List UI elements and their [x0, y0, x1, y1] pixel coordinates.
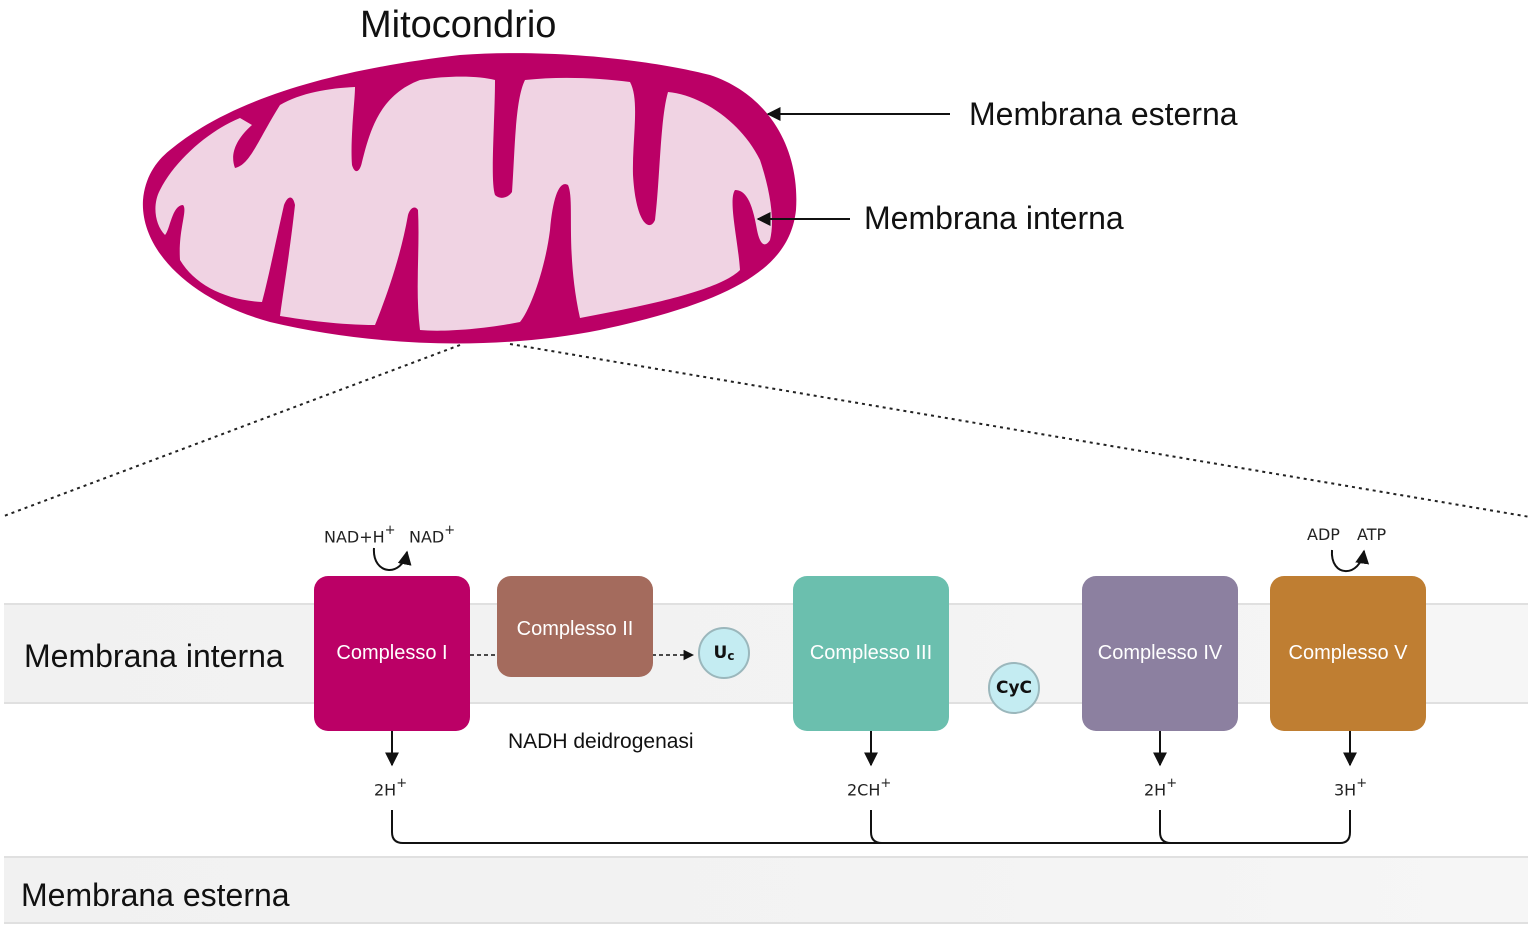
mitochondrion-illustration: [142, 53, 797, 344]
nadh-dehydrogenase-label: NADH deidrogenasi: [508, 730, 694, 753]
atp-label: ATP: [1357, 525, 1387, 544]
outer-membrane-band-label: Membrana esterna: [21, 877, 290, 913]
nadh-label: NAD+H+: [324, 523, 396, 547]
complex-4-label: Complesso IV: [1097, 642, 1223, 664]
outer-membrane-band: [4, 856, 1528, 924]
proton-gradient-bracket: [391, 810, 1351, 844]
complex-4: Complesso IV: [1082, 576, 1238, 731]
cytochrome-c-label: CyC: [995, 678, 1033, 698]
zoom-line-right: [509, 343, 1531, 518]
inner-membrane-band-label: Membrana interna: [24, 638, 284, 674]
diagram-title: Mitocondrio: [360, 4, 557, 46]
complex-3: Complesso III: [793, 576, 949, 731]
adp-label: ADP: [1307, 525, 1340, 544]
proton-label-complex-3: 2CH+: [847, 776, 892, 800]
atp-synthesis-arrow: [1330, 549, 1370, 573]
outer-membrane-label: Membrana esterna: [969, 96, 1238, 132]
ubiquinone-subscript: c: [727, 649, 735, 663]
complex-3-label: Complesso III: [809, 642, 933, 664]
proton-label-complex-1: 2H+: [374, 776, 408, 800]
proton-label-complex-5: 3H+: [1334, 776, 1368, 800]
complex-1-label: Complesso I: [336, 642, 448, 664]
zoom-line-left: [3, 344, 461, 517]
complex-1: Complesso I: [314, 576, 470, 731]
complex-5-label: Complesso V: [1288, 642, 1408, 664]
nadh-oxidation-arrow: [372, 547, 412, 571]
proton-label-complex-4: 2H+: [1144, 776, 1178, 800]
complex-2: Complesso II: [497, 576, 653, 677]
complex-5: Complesso V: [1270, 576, 1426, 731]
bracket-branch-complex-3: [870, 810, 883, 844]
inner-membrane-label: Membrana interna: [864, 200, 1124, 236]
bracket-branch-complex-4: [1159, 810, 1172, 844]
nad-label: NAD+: [409, 523, 456, 547]
ubiquinone-label: U: [713, 643, 728, 663]
mitochondrion-matrix: [155, 76, 772, 331]
cytochrome-c-carrier: CyC: [988, 662, 1040, 714]
complex-2-label: Complesso II: [516, 618, 634, 640]
